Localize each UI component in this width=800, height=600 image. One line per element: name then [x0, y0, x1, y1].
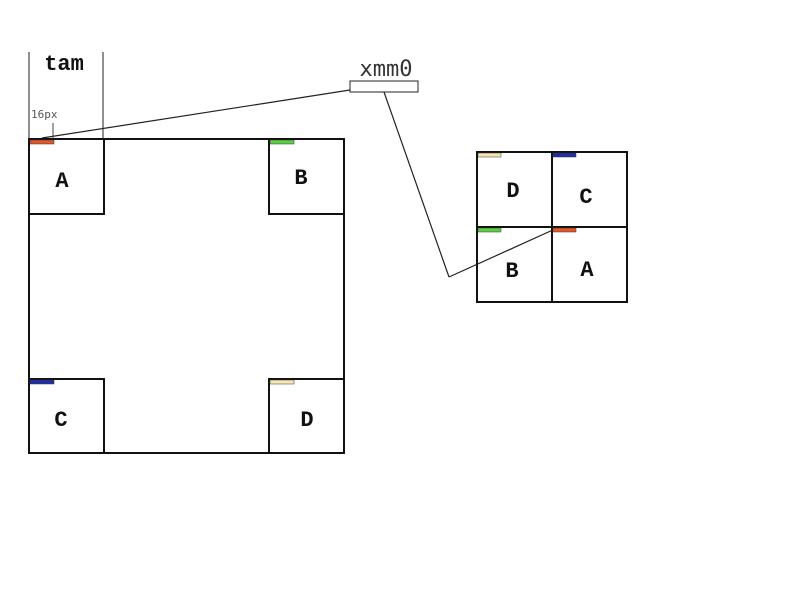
color-swatch-d	[477, 152, 502, 158]
cell-label: A	[580, 258, 594, 283]
right-swizzled-grid: D C B A	[476, 151, 628, 303]
cell-label: D	[300, 408, 313, 433]
connector-line-register-down	[383, 91, 450, 278]
cell-label: A	[55, 169, 69, 194]
cell-label: C	[579, 185, 592, 210]
color-swatch-d	[269, 379, 295, 385]
left-cell-c: C	[28, 378, 105, 454]
cell-label: C	[54, 408, 67, 433]
register-xmm0: xmm0	[349, 57, 419, 93]
color-swatch-b	[477, 227, 502, 233]
color-swatch-c	[29, 379, 55, 385]
color-swatch-b	[269, 139, 295, 145]
connector-line-register-to-a	[41, 89, 351, 139]
color-swatch-a	[29, 139, 55, 145]
connector-line-to-right-a	[448, 228, 556, 278]
cell-label: B	[294, 166, 307, 191]
left-cell-a: A	[28, 138, 105, 215]
color-swatch-c	[552, 152, 577, 158]
cell-label: B	[505, 259, 518, 284]
pixel-size-label: 16px	[31, 108, 58, 121]
color-swatch-a	[552, 227, 577, 233]
register-box	[349, 80, 419, 93]
texture-title: tam	[44, 52, 84, 77]
register-label: xmm0	[360, 57, 413, 82]
left-texture-square	[28, 138, 345, 454]
cell-label: D	[506, 179, 519, 204]
right-cell-a	[551, 226, 628, 303]
left-cell-d: D	[268, 378, 345, 454]
left-cell-b: B	[268, 138, 345, 215]
